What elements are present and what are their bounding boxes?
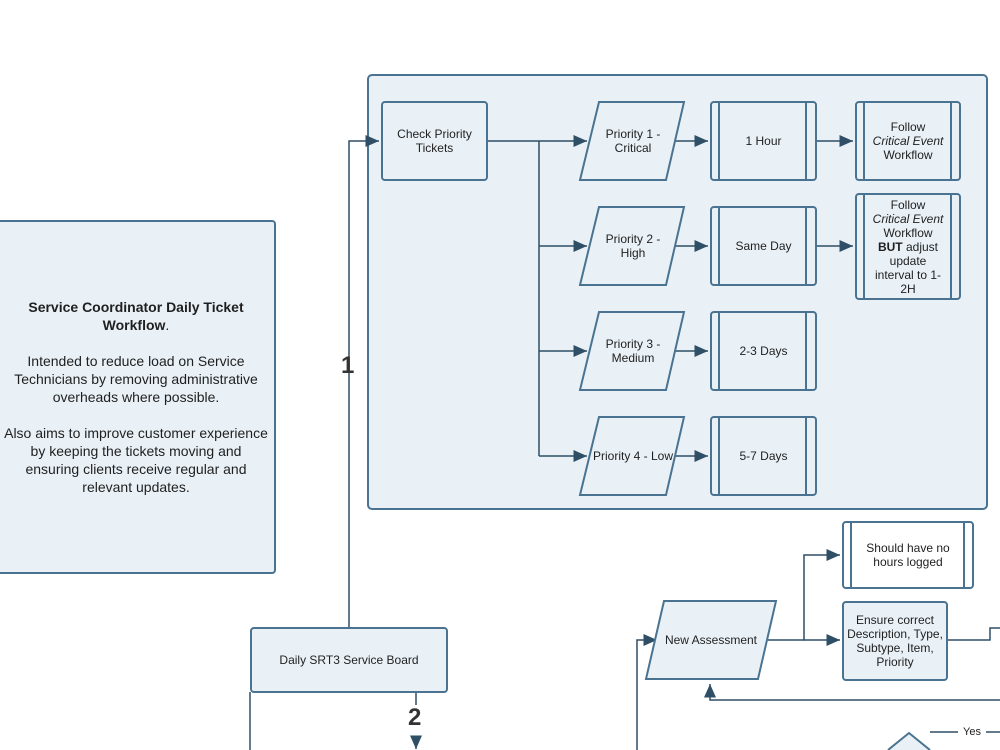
check-priority-tickets-node[interactable]: Check Priority Tickets <box>381 101 488 181</box>
new-assessment-label[interactable]: New Assessment <box>664 633 758 647</box>
connector-ensure-right <box>948 627 1000 641</box>
duration-5-7-days-label: 5-7 Days <box>739 449 788 463</box>
duration-1-hour-node[interactable]: 1 Hour <box>710 101 817 181</box>
duration-same-day-label: Same Day <box>735 239 792 253</box>
priority-3-shape <box>578 311 686 391</box>
note-title: Service Coordinator Daily Ticket Workflo… <box>28 299 244 333</box>
priority-2-shape <box>578 206 686 286</box>
follow1-line-c: Workflow <box>883 148 933 162</box>
priority-group-container <box>367 74 988 510</box>
daily-service-board-node[interactable]: Daily SRT3 Service Board <box>250 627 448 693</box>
note-title-line: Service Coordinator Daily Ticket Workflo… <box>2 298 270 334</box>
ensure-correct-label: Ensure correct Description, Type, Subtyp… <box>847 613 943 669</box>
duration-same-day-node[interactable]: Same Day <box>710 206 817 286</box>
connector-na-to-nohours <box>768 549 840 641</box>
decision-diamond <box>887 731 931 750</box>
priority-3-label[interactable]: Priority 3 - Medium <box>605 337 661 365</box>
note-paragraph-1: Intended to reduce load on Service Techn… <box>14 353 258 405</box>
priority-2-label[interactable]: Priority 2 - High <box>605 232 661 260</box>
ensure-correct-node[interactable]: Ensure correct Description, Type, Subtyp… <box>842 601 948 681</box>
follow1-line-b: Critical Event <box>872 134 944 148</box>
duration-2-3-days-node[interactable]: 2-3 Days <box>710 311 817 391</box>
note-paragraph-2: Also aims to improve customer experience… <box>4 425 268 495</box>
follow2-adjust: adjust update interval to 1-2H <box>874 239 942 296</box>
description-note: Service Coordinator Daily Ticket Workflo… <box>0 220 276 574</box>
duration-1-hour-label: 1 Hour <box>745 134 782 148</box>
priority-4-shape <box>578 416 686 496</box>
follow2-line-a: Follow <box>890 197 926 212</box>
note-title-suffix: . <box>165 317 170 333</box>
follow-critical-event-node[interactable]: Follow Critical Event Workflow <box>855 101 961 181</box>
connector-return-loop <box>704 684 1000 701</box>
follow2-line-b: Critical Event <box>872 211 944 226</box>
priority-1-label[interactable]: Priority 1 - Critical <box>605 127 661 155</box>
check-priority-tickets-label: Check Priority Tickets <box>397 127 472 155</box>
duration-2-3-days-label: 2-3 Days <box>739 344 788 358</box>
step-2-label: 2 <box>408 704 422 731</box>
connector-board-to-check <box>348 135 379 627</box>
step-1-label: 1 <box>341 352 355 379</box>
follow2-adjust-text: BUT adjust update interval to 1-2H <box>873 240 943 296</box>
duration-5-7-days-node[interactable]: 5-7 Days <box>710 416 817 496</box>
daily-service-board-label: Daily SRT3 Service Board <box>279 653 419 667</box>
follow1-line-a: Follow <box>890 120 926 134</box>
follow2-line-c: Workflow <box>883 225 933 240</box>
no-hours-logged-node[interactable]: Should have no hours logged <box>842 521 974 589</box>
follow-critical-event-adjusted-node[interactable]: Follow Critical Event Workflow BUT adjus… <box>855 193 961 300</box>
connector-into-new-assessment <box>636 634 657 750</box>
priority-1-shape <box>578 101 686 181</box>
priority-4-label[interactable]: Priority 4 - Low <box>592 449 674 463</box>
follow2-but: BUT <box>877 239 903 254</box>
no-hours-logged-label: Should have no hours logged <box>866 541 950 569</box>
yes-branch-label: Yes <box>958 725 986 739</box>
new-assessment-shape <box>644 600 778 680</box>
